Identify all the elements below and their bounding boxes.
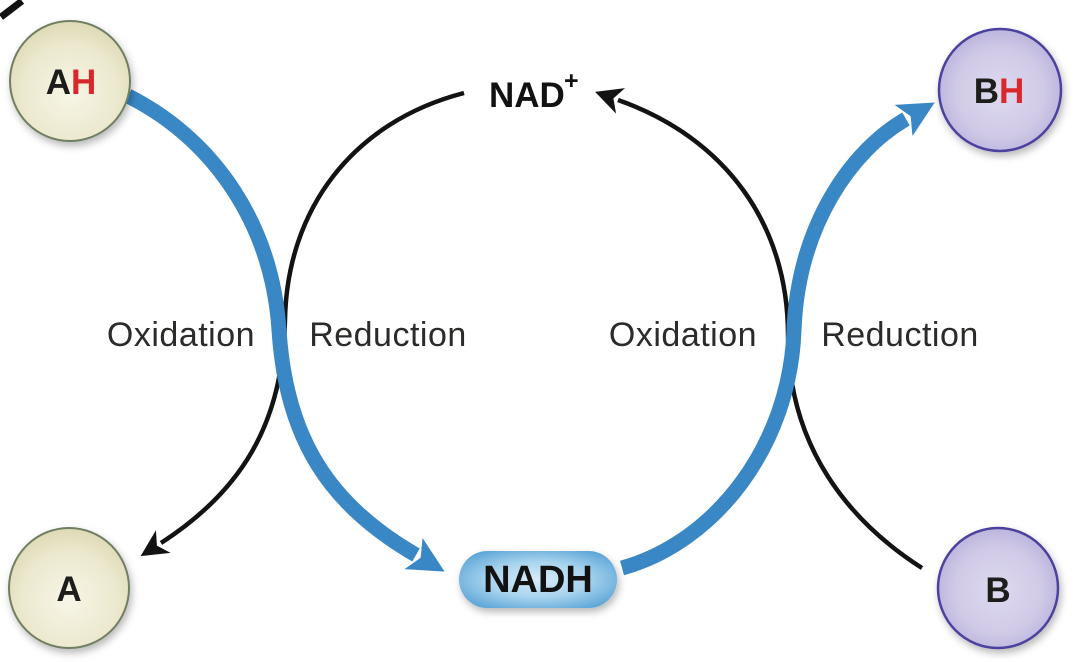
molecule-ah-hydrogen-letter: H	[71, 63, 96, 102]
molecule-b-letter: B	[985, 571, 1010, 610]
molecule-ah-base-letter: A	[46, 63, 71, 102]
arrow-ah-to-nadh	[124, 89, 445, 572]
nadh-pill	[459, 551, 617, 608]
right-oxidation-label: Oxidation	[609, 316, 757, 354]
molecule-bh-base-letter: B	[974, 72, 999, 111]
left-reduction-label: Reduction	[309, 316, 467, 354]
molecule-a-circle	[8, 527, 130, 649]
right-reduction-label: Reduction	[821, 316, 979, 354]
left-oxidation-label: Oxidation	[107, 316, 255, 354]
nad-plus-label: NAD	[489, 76, 565, 115]
arrow-nadh-to-bh	[619, 102, 935, 576]
nadh-label: NADH	[483, 559, 593, 601]
nad-plus-superscript: +	[564, 67, 579, 95]
molecule-a-letter: A	[56, 570, 81, 609]
molecule-ah-circle	[9, 20, 131, 142]
molecule-b-circle	[936, 526, 1060, 650]
corner-crop-mark	[0, 0, 25, 20]
molecule-bh-hydrogen-letter: H	[999, 72, 1024, 111]
molecule-bh-circle	[937, 27, 1063, 153]
